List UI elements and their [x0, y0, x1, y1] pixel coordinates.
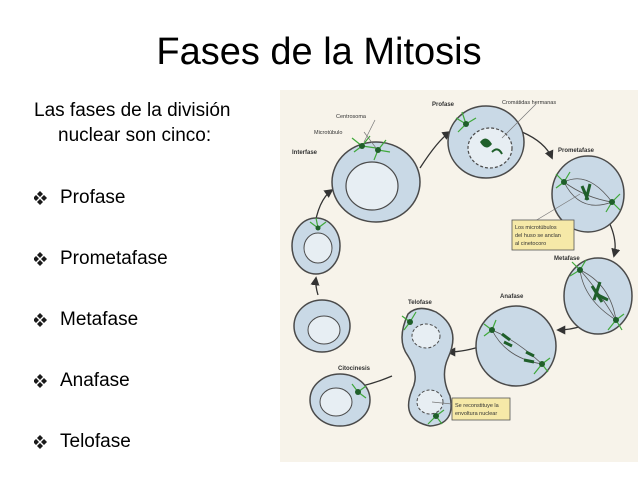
list-item-metafase: Metafase: [34, 308, 168, 331]
cell-interfase: [331, 135, 421, 223]
intro-text: Las fases de la división nuclear son cin…: [34, 98, 274, 148]
bullet-label: Telofase: [60, 430, 131, 452]
arrow-profase-prometafase: [521, 131, 554, 160]
intro-line-2: nuclear son cinco:: [58, 125, 212, 146]
label-metafase: Metafase: [554, 256, 580, 262]
label-telofase: Telofase: [408, 300, 433, 306]
bullet-label: Prometafase: [60, 247, 168, 269]
label-anafase: Anafase: [500, 294, 524, 300]
callout-line: Se reconstituye la: [455, 403, 500, 409]
cell-interfase-left: [291, 217, 341, 275]
list-item-telofase: Telofase: [34, 430, 168, 453]
label-centrosoma: Centrosoma: [336, 114, 367, 120]
list-item-profase: Profase: [34, 186, 168, 209]
callout-line: al cinetocoro: [515, 241, 546, 247]
list-item-anafase: Anafase: [34, 369, 168, 392]
label-interfase: Interfase: [292, 150, 318, 156]
arrow-citocinesis-interfase: [310, 276, 320, 296]
cell-telofase: [401, 307, 454, 427]
label-cromatidas: Cromátidas hermanas: [502, 100, 556, 106]
cell-profase: [447, 105, 525, 179]
cell-daughter-lower: [309, 373, 371, 427]
callout-line: del huso se anclan: [515, 233, 561, 239]
label-citocinesis: Citocinesis: [338, 366, 371, 372]
diamond-bullet-icon: [34, 312, 47, 327]
bullet-label: Metafase: [60, 308, 139, 330]
intro-line-1: Las fases de la división: [34, 100, 231, 121]
diamond-bullet-icon: [34, 434, 47, 449]
list-item-prometafase: Prometafase: [34, 247, 168, 270]
mitosis-diagram: Profase Cromátidas hermanas Centrosoma M…: [291, 100, 633, 427]
cell-anafase: [475, 305, 557, 387]
bullet-label: Anafase: [60, 369, 130, 391]
cell-metafase: [563, 257, 633, 335]
phases-list: Profase Prometafase Metafase Anafase Tel…: [34, 186, 168, 491]
callout-envoltura: Se reconstituye la envoltura nuclear: [451, 397, 511, 421]
slide-title: Fases de la Mitosis: [156, 31, 482, 73]
cell-prometafase: [551, 155, 625, 233]
label-microtubulo: Microtúbulo: [314, 130, 342, 136]
bullet-label: Profase: [60, 186, 126, 208]
callout-line: envoltura nuclear: [455, 411, 497, 417]
diamond-bullet-icon: [34, 251, 47, 266]
callout-line: Los microtúbulos: [515, 225, 557, 231]
cell-daughter-upper: [293, 299, 351, 353]
diamond-bullet-icon: [34, 373, 47, 388]
diamond-bullet-icon: [34, 190, 47, 205]
arrow-interfase-profase: [419, 130, 452, 169]
callout-microtubulos: Los microtúbulos del huso se anclan al c…: [511, 219, 575, 251]
label-prometafase: Prometafase: [558, 148, 595, 154]
mitosis-cycle-figure: Profase Cromátidas hermanas Centrosoma M…: [280, 90, 638, 462]
label-profase: Profase: [432, 102, 455, 108]
